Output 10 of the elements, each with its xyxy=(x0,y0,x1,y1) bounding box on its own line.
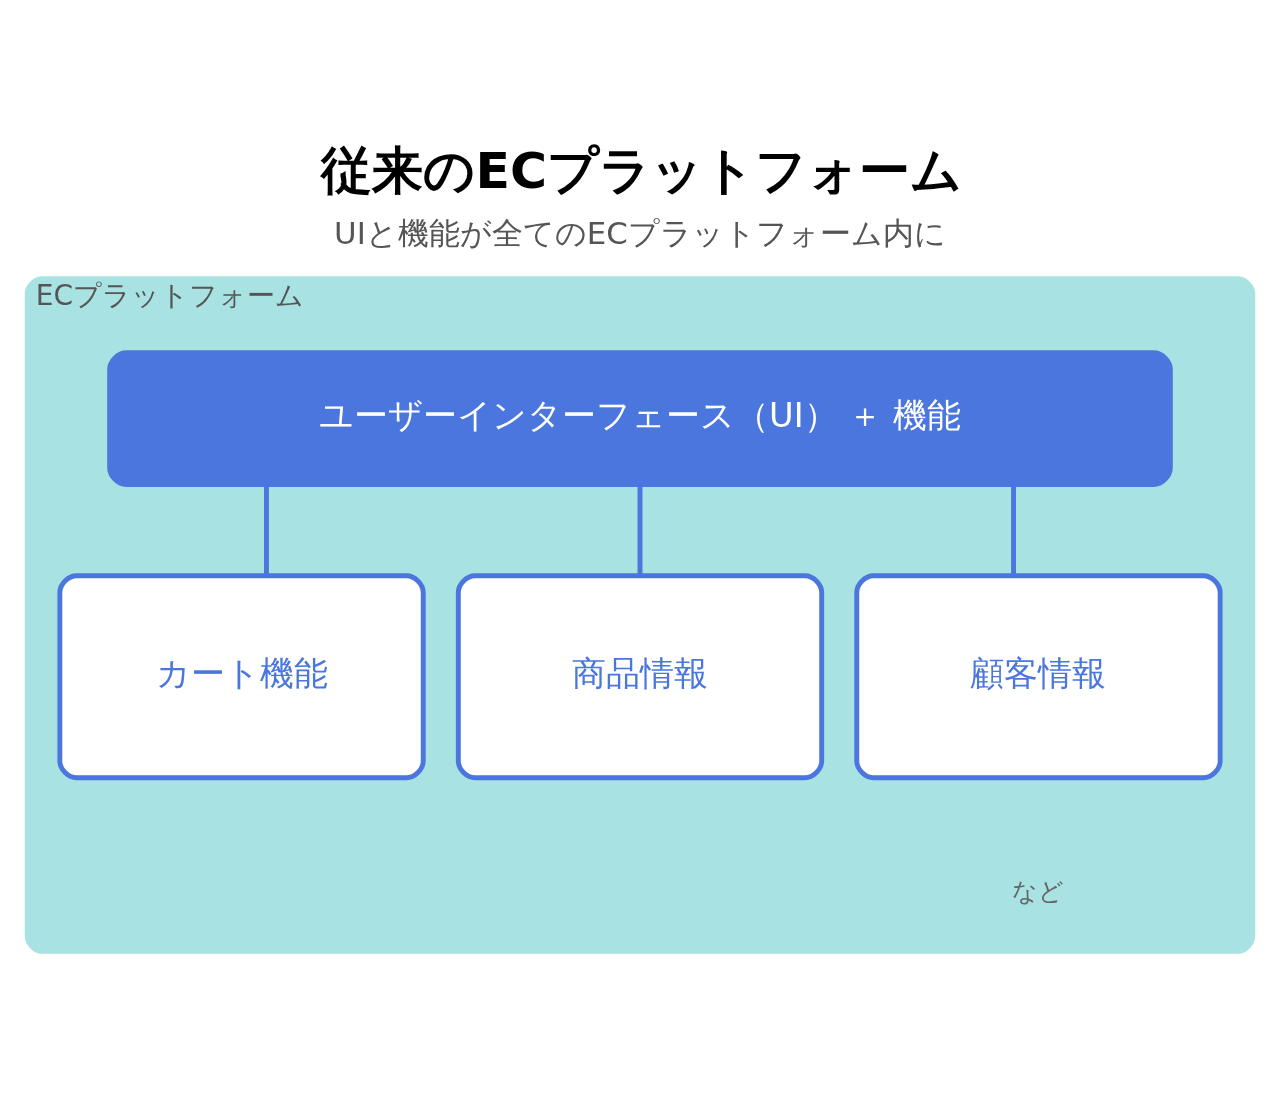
connector xyxy=(637,485,643,576)
connector xyxy=(1011,485,1016,576)
diagram-title: 従来のECプラットフォーム xyxy=(321,141,963,201)
connector xyxy=(264,485,269,576)
node-box: カート機能 xyxy=(57,573,426,781)
node-box: 商品情報 xyxy=(455,573,825,781)
node-box: 顧客情報 xyxy=(854,573,1223,781)
node-box: ユーザーインターフェース（UI） ＋ 機能 xyxy=(107,350,1173,487)
label: UIと機能が全てのECプラットフォーム内に xyxy=(334,215,946,252)
label: など xyxy=(1012,877,1065,907)
